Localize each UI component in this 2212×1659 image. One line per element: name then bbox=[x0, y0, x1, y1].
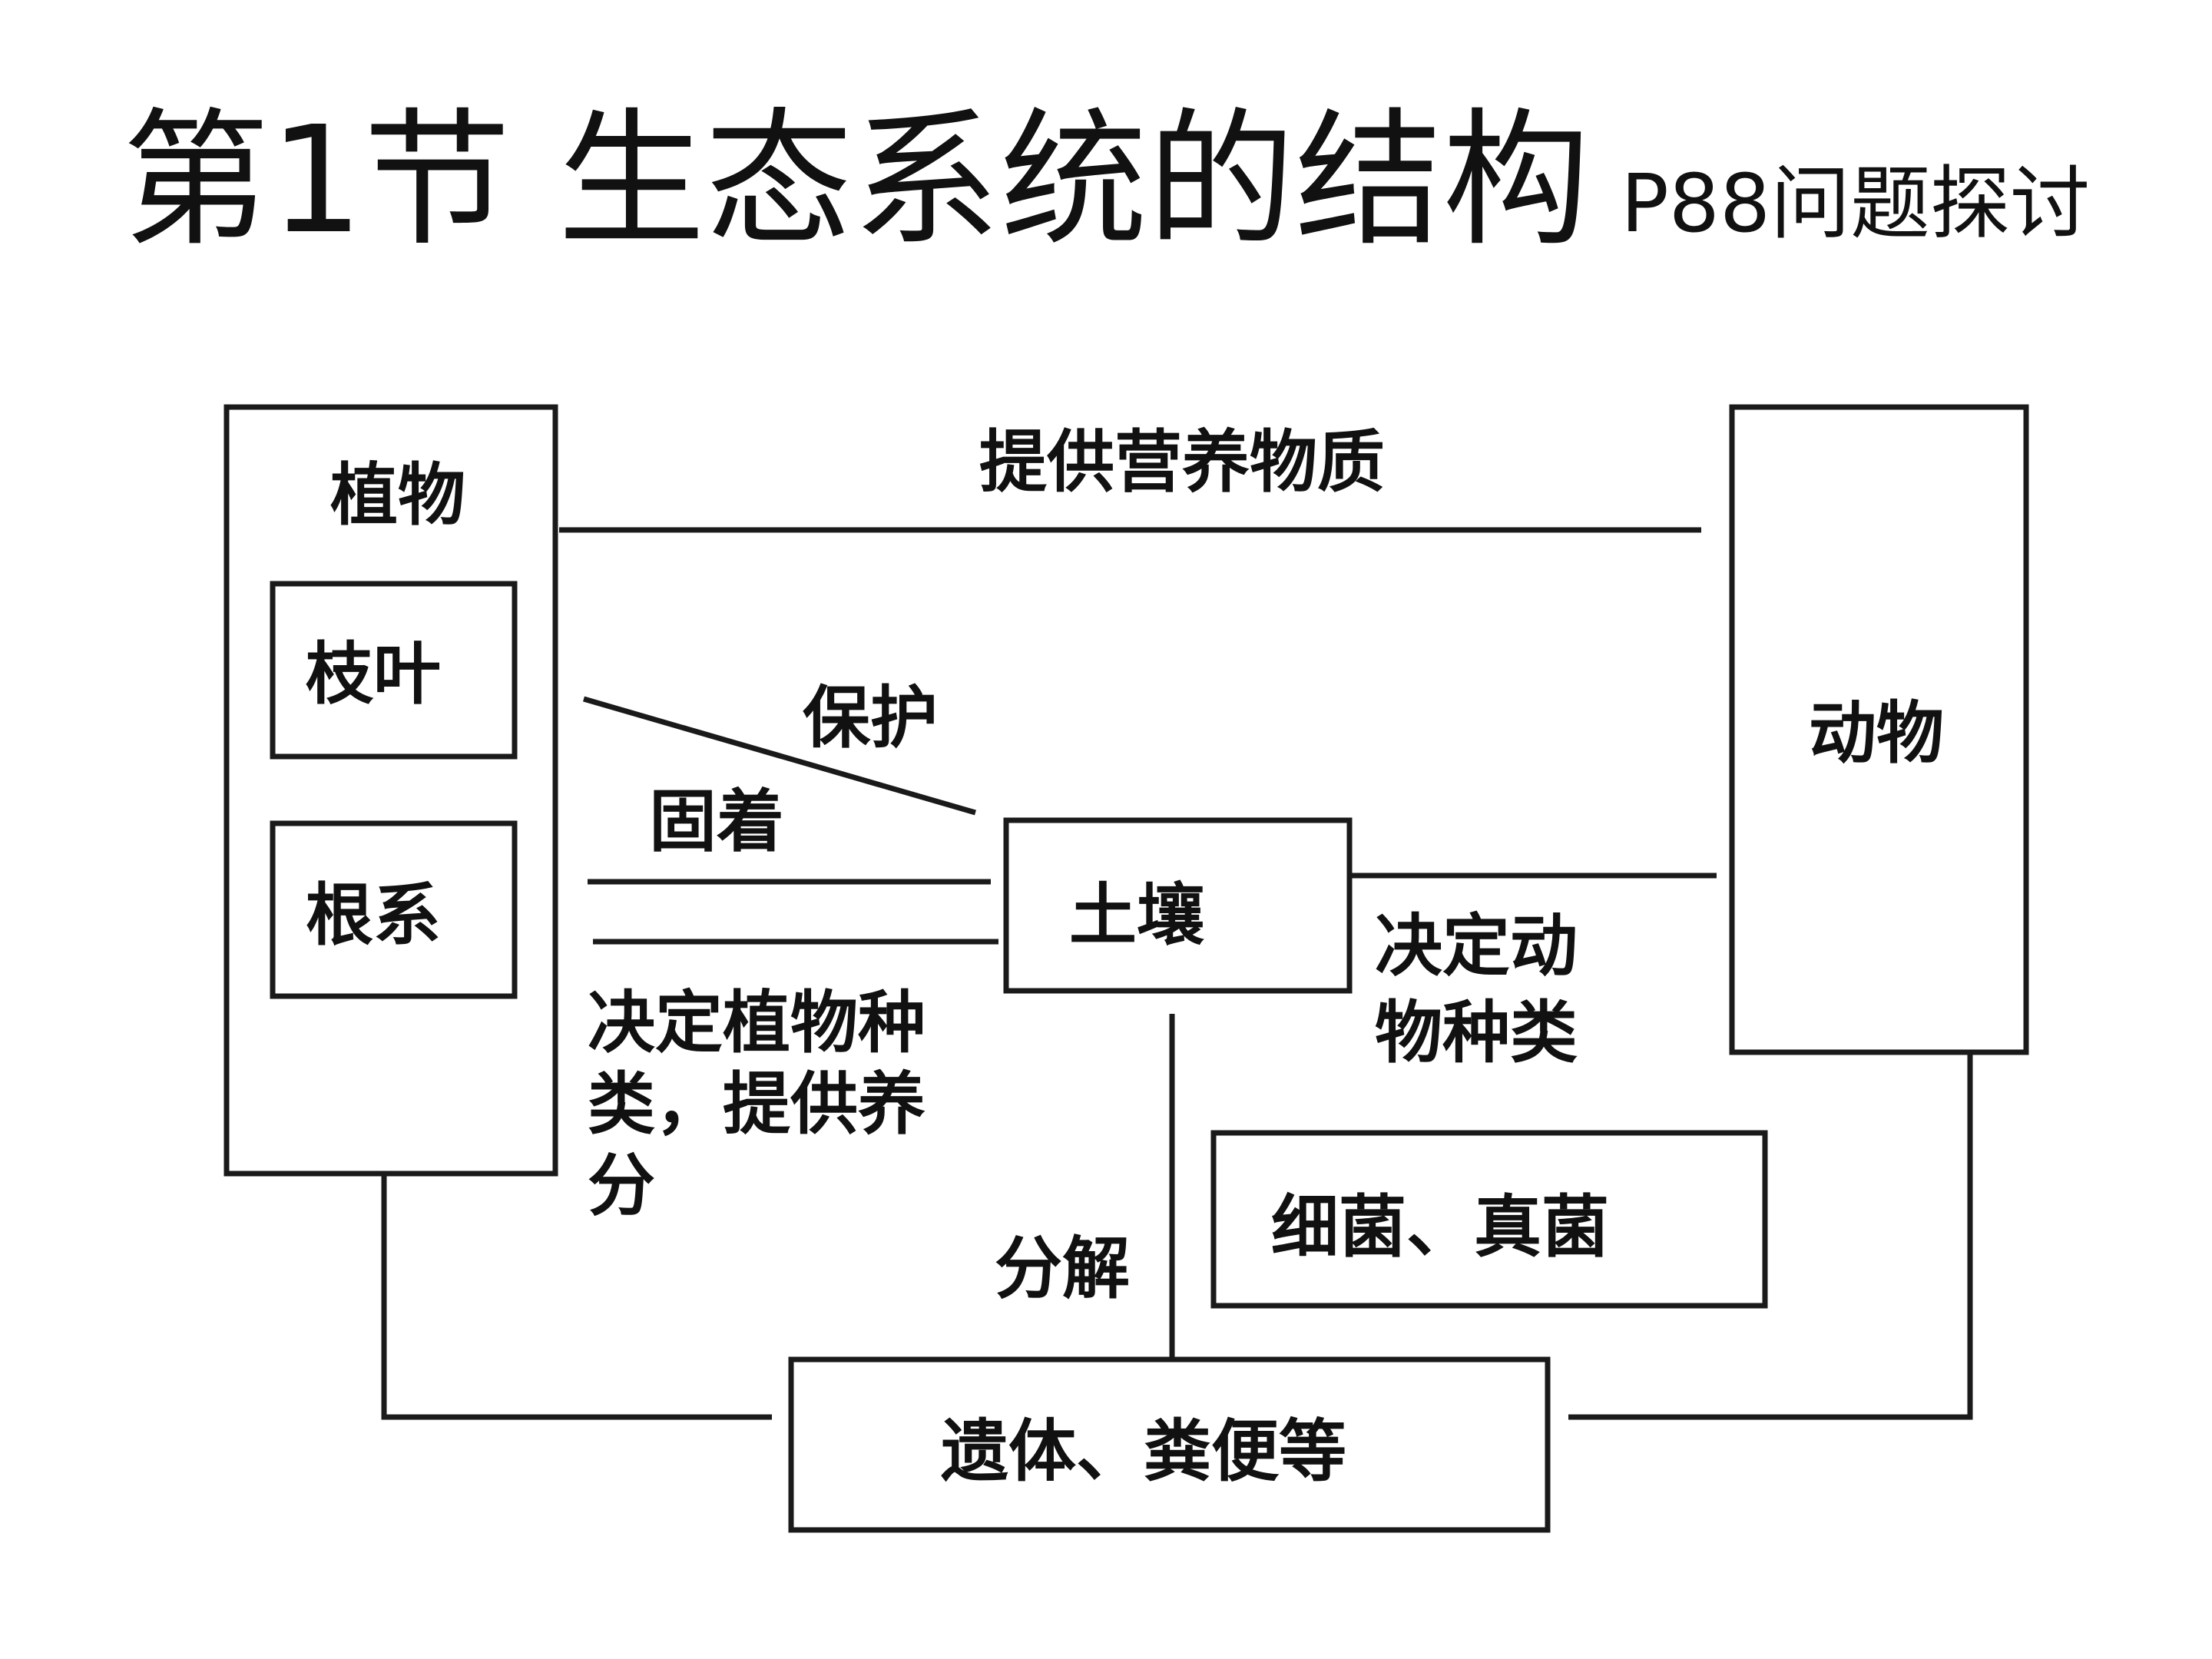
arrow-plant-to-remains bbox=[381, 1174, 772, 1420]
animal-box bbox=[1729, 404, 2029, 1055]
remains-label: 遗体、粪便等 bbox=[941, 1412, 1346, 1491]
leaves-box bbox=[270, 581, 518, 760]
soil-to-plant-label-3: 分 bbox=[588, 1146, 655, 1225]
soil-to-animal-label-1: 决定动 bbox=[1375, 906, 1578, 985]
decompose-label: 分解 bbox=[995, 1229, 1130, 1308]
soil-to-plant-label-1: 决定植物种 bbox=[588, 983, 926, 1062]
microbes-label: 细菌、真菌 bbox=[1271, 1187, 1609, 1267]
plant-box bbox=[224, 404, 558, 1177]
arrow-protect bbox=[583, 696, 976, 816]
arrow-animal-to-remains bbox=[1568, 1052, 1973, 1420]
plant-to-animal-label: 提供营养物质 bbox=[979, 422, 1385, 502]
animal-label: 动物 bbox=[1809, 694, 1944, 773]
soil-box bbox=[1003, 817, 1353, 994]
fix-label: 固着 bbox=[649, 782, 784, 861]
plant-label: 植物 bbox=[330, 455, 465, 535]
roots-box bbox=[270, 820, 518, 999]
soil-to-plant-label-2: 类，提供养 bbox=[588, 1065, 926, 1144]
remains-box bbox=[788, 1356, 1551, 1533]
roots-label: 根系 bbox=[306, 876, 441, 955]
protect-label: 保护 bbox=[803, 678, 938, 757]
soil-to-animal-label-2: 物种类 bbox=[1375, 993, 1578, 1072]
leaves-label: 枝叶 bbox=[306, 634, 441, 714]
title-sub: P88问题探讨 bbox=[1621, 157, 2091, 250]
title-main: 第1节 生态系统的结构 bbox=[121, 95, 1591, 267]
microbes-box bbox=[1210, 1130, 1768, 1309]
soil-label: 土壤 bbox=[1069, 876, 1204, 955]
